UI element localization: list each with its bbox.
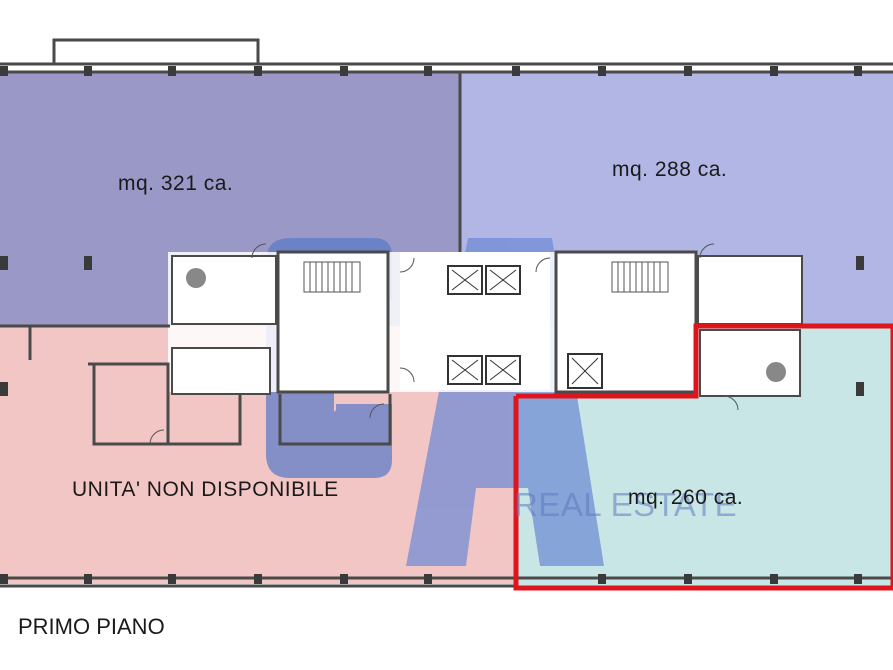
area-label-north-west: mq. 321 ca. xyxy=(118,172,234,195)
unit-unavailable-label: UNITA' NON DISPONIBILE xyxy=(72,478,339,501)
available-unit-outline[interactable] xyxy=(513,323,893,591)
elevator-cross-marks xyxy=(451,269,599,385)
restroom-east xyxy=(697,255,803,325)
accessible-wc-icons xyxy=(186,268,786,382)
restroom-se xyxy=(699,329,801,397)
watermark-text: REAL ESTATE xyxy=(514,486,738,523)
exterior-walls xyxy=(0,38,893,588)
columns xyxy=(0,66,864,584)
door-swings xyxy=(149,243,739,445)
stairwell-west xyxy=(276,250,390,394)
stairs-east xyxy=(611,261,669,293)
stairs-west xyxy=(303,261,361,293)
area-label-north-east: mq. 288 ca. xyxy=(612,158,728,181)
restroom-sw xyxy=(171,347,271,395)
restroom-west xyxy=(171,255,277,325)
floor-title: PRIMO PIANO xyxy=(18,614,165,639)
area-label-south-east: mq. 260 ca. xyxy=(628,486,744,509)
